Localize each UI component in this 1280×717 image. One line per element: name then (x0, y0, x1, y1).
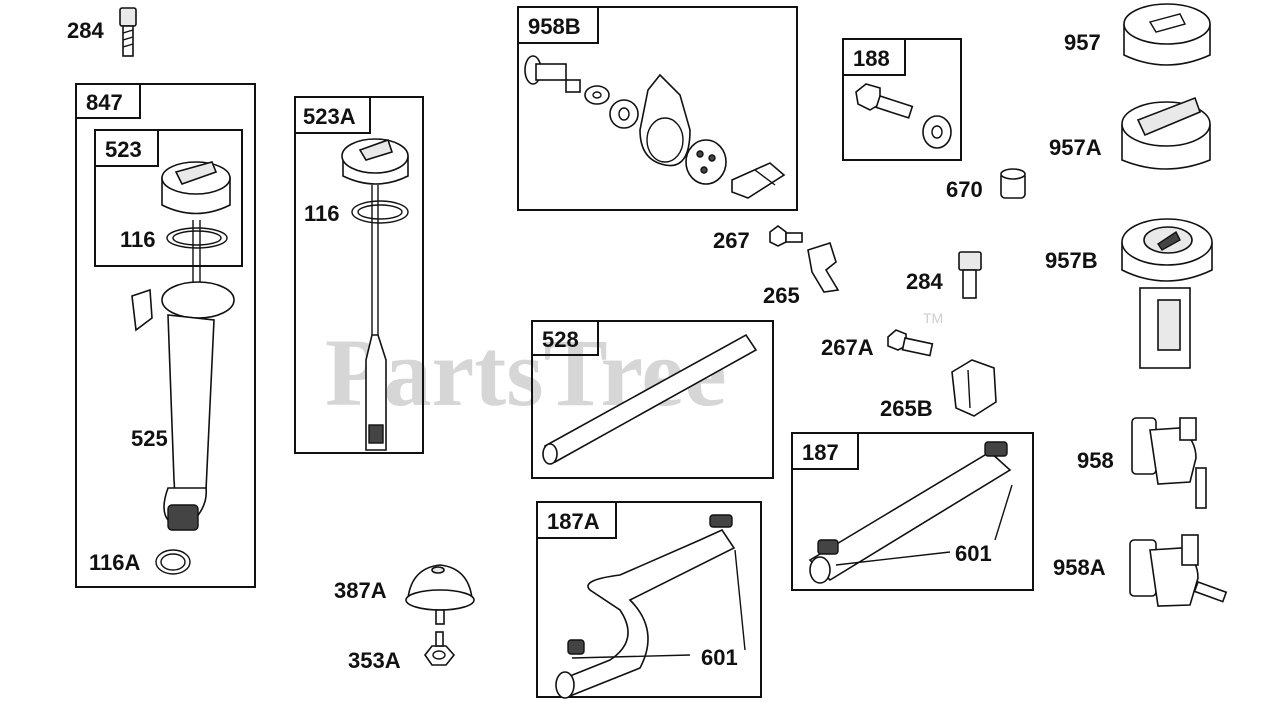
part-116-oring-b[interactable] (351, 200, 409, 224)
label-284-top: 284 (67, 18, 104, 43)
part-353A-nut[interactable] (424, 631, 456, 666)
box-523-frame (94, 129, 243, 267)
part-523-cap[interactable] (161, 161, 231, 215)
part-958A-shutoff-valve[interactable] (1129, 534, 1228, 607)
part-267-screw[interactable] (769, 225, 803, 247)
part-957-cap[interactable] (1123, 3, 1211, 66)
label-958A: 958A (1053, 555, 1106, 580)
box-847-tag (75, 83, 141, 119)
part-284-top-bolt[interactable] (119, 7, 137, 57)
box-187A-frame (536, 501, 762, 698)
box-187-frame (791, 432, 1034, 591)
part-116-oring-a[interactable] (166, 227, 228, 249)
part-267A-screw[interactable] (887, 329, 934, 357)
box-847-frame (75, 83, 256, 588)
label-116-a: 116 (120, 227, 156, 252)
part-958-shutoff-valve[interactable] (1131, 417, 1207, 509)
box-523-label: 523 (105, 137, 142, 162)
part-957B-vented-cap[interactable] (1121, 218, 1213, 369)
label-116-b: 116 (304, 201, 340, 226)
box-528-frame (531, 320, 774, 479)
label-957B: 957B (1045, 248, 1098, 273)
box-523A-label: 523A (303, 104, 356, 129)
box-847-label: 847 (86, 90, 123, 115)
box-958B-frame (517, 6, 798, 211)
part-670-bushing[interactable] (1000, 168, 1026, 199)
label-265: 265 (763, 283, 800, 308)
box-188-label: 188 (853, 46, 890, 71)
label-267: 267 (713, 228, 750, 253)
label-353A: 353A (348, 648, 401, 673)
label-265B: 265B (880, 396, 933, 421)
trademark-mark: TM (923, 310, 943, 326)
watermark-text: PartsTree (325, 319, 727, 426)
box-528-tag (531, 320, 599, 356)
part-265-clamp[interactable] (807, 241, 840, 293)
box-958B-tag (517, 6, 599, 44)
label-601-a: 601 (701, 645, 738, 670)
box-187-tag (791, 432, 859, 470)
box-187-label: 187 (802, 440, 839, 465)
box-188-tag (842, 38, 906, 76)
part-525-fill-tube[interactable] (131, 281, 235, 531)
label-957A: 957A (1049, 135, 1102, 160)
box-187A-tag (536, 501, 617, 539)
label-116A: 116A (89, 550, 140, 575)
leader-601-b (835, 484, 1013, 566)
part-523A-dipstick[interactable] (341, 138, 409, 451)
part-116A-oring[interactable] (155, 549, 191, 575)
box-958B-label: 958B (528, 14, 581, 39)
part-528-fuel-line[interactable] (542, 333, 758, 465)
label-267A: 267A (821, 335, 874, 360)
part-958B-valve-kit[interactable] (524, 55, 786, 199)
leader-601-a (571, 549, 746, 659)
label-957: 957 (1064, 30, 1101, 55)
label-525: 525 (131, 426, 168, 451)
box-523A-tag (294, 96, 371, 134)
part-188-screw-washer[interactable] (855, 83, 952, 149)
part-957A-cap[interactable] (1121, 96, 1211, 170)
label-670: 670 (946, 177, 983, 202)
box-187A-label: 187A (547, 509, 600, 534)
part-265B-clamp[interactable] (951, 359, 997, 417)
label-387A: 387A (334, 578, 387, 603)
label-601-b: 601 (955, 541, 992, 566)
label-284-mid: 284 (906, 269, 943, 294)
part-284-bolt[interactable] (958, 251, 982, 299)
label-958: 958 (1077, 448, 1114, 473)
box-528-label: 528 (542, 327, 579, 352)
part-387A-cap[interactable] (405, 564, 475, 625)
part-187-straight-hose[interactable] (808, 441, 1012, 584)
part-187A-formed-hose[interactable] (555, 514, 736, 699)
box-523-tag (94, 129, 159, 167)
